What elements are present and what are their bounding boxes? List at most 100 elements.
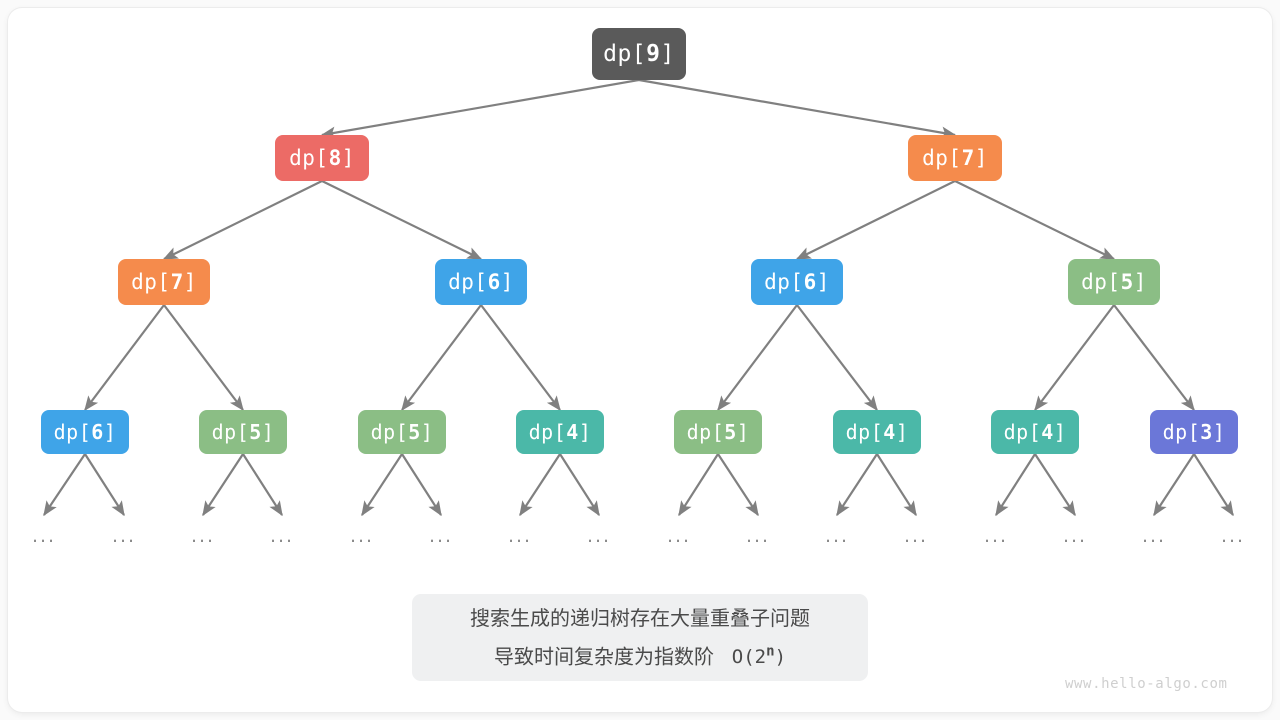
tree-edge bbox=[84, 453, 125, 517]
ellipsis-marker: ... bbox=[428, 525, 454, 547]
node-label-close: ] bbox=[578, 420, 592, 444]
node-label-close: ] bbox=[183, 270, 197, 294]
tree-node-dp-6: dp[6] bbox=[435, 259, 527, 305]
tree-edge bbox=[836, 453, 878, 517]
caption-box: 搜索生成的递归树存在大量重叠子问题 导致时间复杂度为指数阶 O(2n) bbox=[412, 594, 868, 681]
ellipsis-marker: ... bbox=[31, 525, 57, 547]
node-label-close: ] bbox=[500, 270, 514, 294]
node-index-value: 8 bbox=[328, 146, 342, 170]
tree-edge bbox=[202, 453, 244, 517]
ellipsis-marker: ... bbox=[1062, 525, 1088, 547]
tree-node-dp-4: dp[4] bbox=[991, 410, 1079, 454]
caption-line-1: 搜索生成的递归树存在大量重叠子问题 bbox=[470, 605, 810, 630]
node-label-text: dp[ bbox=[1162, 420, 1201, 444]
tree-edge bbox=[84, 304, 165, 412]
tree-edge bbox=[321, 180, 483, 260]
caption-complexity: O(2n) bbox=[720, 643, 787, 669]
node-index-value: 5 bbox=[724, 420, 737, 444]
tree-node-dp-9: dp[9] bbox=[592, 28, 686, 80]
tree-node-dp-6: dp[6] bbox=[751, 259, 843, 305]
caption-line-2: 导致时间复杂度为指数阶 O(2n) bbox=[494, 635, 786, 674]
tree-edge bbox=[995, 453, 1036, 517]
node-label-close: ] bbox=[103, 420, 117, 444]
caption-line-2-text: 导致时间复杂度为指数阶 bbox=[493, 644, 714, 669]
complexity-exponent: n bbox=[766, 643, 775, 660]
tree-edge bbox=[320, 78, 640, 139]
node-label-text: dp[ bbox=[211, 420, 250, 444]
tree-edge bbox=[519, 453, 561, 517]
tree-edge bbox=[876, 453, 917, 517]
tree-edge bbox=[638, 78, 957, 139]
node-label-close: ] bbox=[1053, 420, 1067, 444]
diagram-card: dp[9]dp[8]dp[7]dp[7]dp[6]dp[6]dp[5]dp[6]… bbox=[8, 8, 1272, 712]
node-label-close: ] bbox=[895, 420, 909, 444]
tree-node-dp-3: dp[3] bbox=[1150, 410, 1238, 454]
tree-edge bbox=[1113, 304, 1195, 412]
node-label-text: dp[ bbox=[370, 420, 409, 444]
tree-edge bbox=[954, 180, 1116, 260]
ellipsis-marker: ... bbox=[111, 525, 137, 547]
tree-node-dp-5: dp[5] bbox=[674, 410, 762, 454]
tree-node-dp-6: dp[6] bbox=[41, 410, 129, 454]
node-label-close: ] bbox=[736, 420, 750, 444]
node-label-text: dp[ bbox=[764, 270, 804, 294]
ellipsis-marker: ... bbox=[507, 525, 533, 547]
node-index-value: 6 bbox=[803, 270, 817, 294]
ellipsis-marker: ... bbox=[1141, 525, 1167, 547]
node-label-text: dp[ bbox=[448, 270, 488, 294]
node-label-text: dp[ bbox=[131, 270, 171, 294]
complexity-close: ) bbox=[774, 646, 787, 669]
node-label-close: ] bbox=[261, 420, 275, 444]
ellipsis-marker: ... bbox=[190, 525, 216, 547]
node-index-value: 7 bbox=[961, 146, 975, 170]
node-label-close: ] bbox=[341, 146, 355, 170]
node-index-value: 6 bbox=[91, 420, 104, 444]
complexity-base: O(2 bbox=[731, 646, 767, 669]
node-index-value: 4 bbox=[883, 420, 896, 444]
ellipsis-marker: ... bbox=[745, 525, 771, 547]
node-label-close: ] bbox=[1133, 270, 1147, 294]
tree-edge bbox=[1034, 304, 1115, 412]
tree-node-dp-7: dp[7] bbox=[118, 259, 210, 305]
tree-edge bbox=[1193, 453, 1234, 517]
watermark: www.hello-algo.com bbox=[1065, 676, 1228, 692]
node-index-value: 5 bbox=[408, 420, 421, 444]
node-index-value: 5 bbox=[249, 420, 262, 444]
ellipsis-marker: ... bbox=[824, 525, 850, 547]
node-label-text: dp[ bbox=[1081, 270, 1121, 294]
tree-node-dp-7: dp[7] bbox=[908, 135, 1002, 181]
tree-edge bbox=[163, 304, 244, 412]
node-label-text: dp[ bbox=[289, 146, 329, 170]
tree-edge bbox=[480, 304, 561, 412]
tree-node-dp-8: dp[8] bbox=[275, 135, 369, 181]
node-label-close: ] bbox=[660, 41, 675, 67]
node-label-text: dp[ bbox=[53, 420, 92, 444]
tree-node-dp-4: dp[4] bbox=[516, 410, 604, 454]
node-label-close: ] bbox=[420, 420, 434, 444]
ellipsis-marker: ... bbox=[586, 525, 612, 547]
node-index-value: 6 bbox=[487, 270, 501, 294]
tree-edge bbox=[795, 180, 956, 260]
node-index-value: 4 bbox=[566, 420, 579, 444]
node-label-close: ] bbox=[974, 146, 988, 170]
ellipsis-marker: ... bbox=[666, 525, 692, 547]
tree-edge bbox=[678, 453, 719, 517]
tree-node-dp-4: dp[4] bbox=[833, 410, 921, 454]
ellipsis-marker: ... bbox=[903, 525, 929, 547]
ellipsis-marker: ... bbox=[349, 525, 375, 547]
node-index-value: 5 bbox=[1120, 270, 1134, 294]
node-label-text: dp[ bbox=[845, 420, 884, 444]
node-label-text: dp[ bbox=[686, 420, 725, 444]
ellipsis-marker: ... bbox=[1220, 525, 1246, 547]
node-label-text: dp[ bbox=[603, 41, 647, 67]
tree-edge bbox=[162, 180, 323, 260]
node-label-close: ] bbox=[816, 270, 830, 294]
tree-node-dp-5: dp[5] bbox=[199, 410, 287, 454]
node-label-text: dp[ bbox=[528, 420, 567, 444]
node-index-value: 9 bbox=[646, 41, 661, 67]
ellipsis-marker: ... bbox=[269, 525, 295, 547]
tree-edge bbox=[242, 453, 283, 517]
node-index-value: 3 bbox=[1200, 420, 1213, 444]
node-label-text: dp[ bbox=[1003, 420, 1042, 444]
